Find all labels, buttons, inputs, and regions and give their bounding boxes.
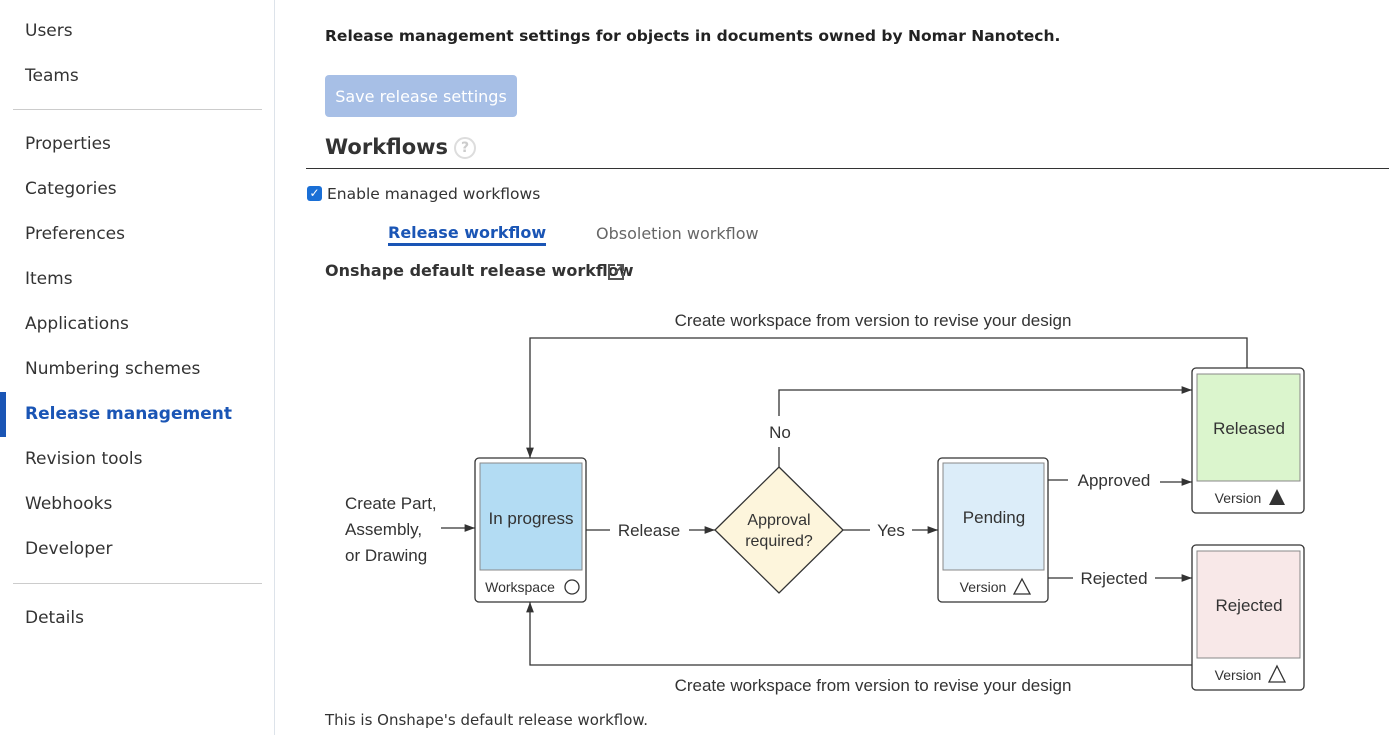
in-progress-label: In progress bbox=[488, 509, 573, 528]
page-title: Release management settings for objects … bbox=[325, 27, 1061, 45]
rejected-label: Rejected bbox=[1215, 596, 1282, 615]
sidebar-item-revision-tools[interactable]: Revision tools bbox=[25, 449, 143, 469]
released-label: Released bbox=[1213, 419, 1285, 438]
rejected-version-label: Version bbox=[1215, 667, 1262, 683]
footer-note: This is Onshape's default release workfl… bbox=[325, 711, 649, 729]
external-link-icon[interactable] bbox=[607, 263, 625, 281]
enable-workflows-checkbox[interactable]: ✓ bbox=[307, 186, 322, 201]
sidebar-divider bbox=[13, 109, 262, 110]
no-label: No bbox=[769, 423, 791, 442]
no-edge bbox=[778, 390, 1192, 467]
default-workflow-label: Onshape default release workflow bbox=[325, 261, 634, 280]
sidebar-item-categories[interactable]: Categories bbox=[25, 179, 117, 199]
release-label: Release bbox=[618, 521, 680, 540]
version-triangle-outline-icon bbox=[1012, 577, 1032, 595]
sidebar-item-teams[interactable]: Teams bbox=[25, 66, 79, 86]
start-label-3: or Drawing bbox=[345, 546, 427, 565]
sidebar-divider bbox=[13, 583, 262, 584]
rejected-edge-label: Rejected bbox=[1080, 569, 1147, 588]
start-label-1: Create Part, bbox=[345, 494, 437, 513]
sidebar: Users Teams Properties Categories Prefer… bbox=[0, 0, 275, 735]
sidebar-item-details[interactable]: Details bbox=[25, 608, 84, 628]
sidebar-item-users[interactable]: Users bbox=[25, 21, 73, 41]
released-version-label: Version bbox=[1215, 490, 1262, 506]
approval-decision-node bbox=[714, 466, 844, 594]
loop-bottom-label: Create workspace from version to revise … bbox=[675, 676, 1072, 695]
rejected-fill bbox=[1196, 550, 1301, 659]
decision-label-1: Approval bbox=[747, 512, 810, 529]
sidebar-item-developer[interactable]: Developer bbox=[25, 539, 113, 559]
yes-label: Yes bbox=[877, 521, 905, 540]
start-label-2: Assembly, bbox=[345, 520, 422, 539]
loop-top-label: Create workspace from version to revise … bbox=[675, 311, 1072, 330]
tab-obsoletion-workflow[interactable]: Obsoletion workflow bbox=[596, 224, 759, 243]
active-indicator bbox=[0, 392, 6, 437]
tab-release-workflow[interactable]: Release workflow bbox=[388, 223, 547, 246]
enable-workflows-label[interactable]: Enable managed workflows bbox=[327, 185, 541, 203]
sidebar-item-preferences[interactable]: Preferences bbox=[25, 224, 125, 244]
main-content: Release management settings for objects … bbox=[275, 0, 1395, 735]
workflows-title: Workflows bbox=[325, 135, 449, 159]
section-heading: Workflows? bbox=[325, 135, 477, 159]
decision-label-2: required? bbox=[745, 533, 813, 550]
pending-version-label: Version bbox=[960, 579, 1007, 595]
section-divider bbox=[306, 168, 1389, 169]
pending-label: Pending bbox=[963, 508, 1025, 527]
sidebar-item-applications[interactable]: Applications bbox=[25, 314, 129, 334]
workspace-circle-icon bbox=[564, 579, 580, 595]
version-triangle-outline-icon bbox=[1267, 664, 1287, 683]
released-fill bbox=[1196, 373, 1301, 482]
sidebar-item-webhooks[interactable]: Webhooks bbox=[25, 494, 113, 514]
pending-fill bbox=[942, 462, 1045, 571]
loop-top-edge bbox=[526, 337, 1248, 458]
sidebar-item-release-management[interactable]: Release management bbox=[25, 404, 232, 424]
approved-label: Approved bbox=[1078, 471, 1151, 490]
version-triangle-filled-icon bbox=[1269, 489, 1285, 505]
sidebar-item-numbering-schemes[interactable]: Numbering schemes bbox=[25, 359, 201, 379]
sidebar-item-properties[interactable]: Properties bbox=[25, 134, 111, 154]
help-icon[interactable]: ? bbox=[454, 137, 477, 159]
save-release-settings-button[interactable]: Save release settings bbox=[325, 75, 517, 117]
workspace-label: Workspace bbox=[485, 579, 555, 595]
loop-bottom-edge bbox=[526, 602, 1192, 666]
in-progress-fill bbox=[479, 462, 583, 571]
sidebar-item-items[interactable]: Items bbox=[25, 269, 73, 289]
